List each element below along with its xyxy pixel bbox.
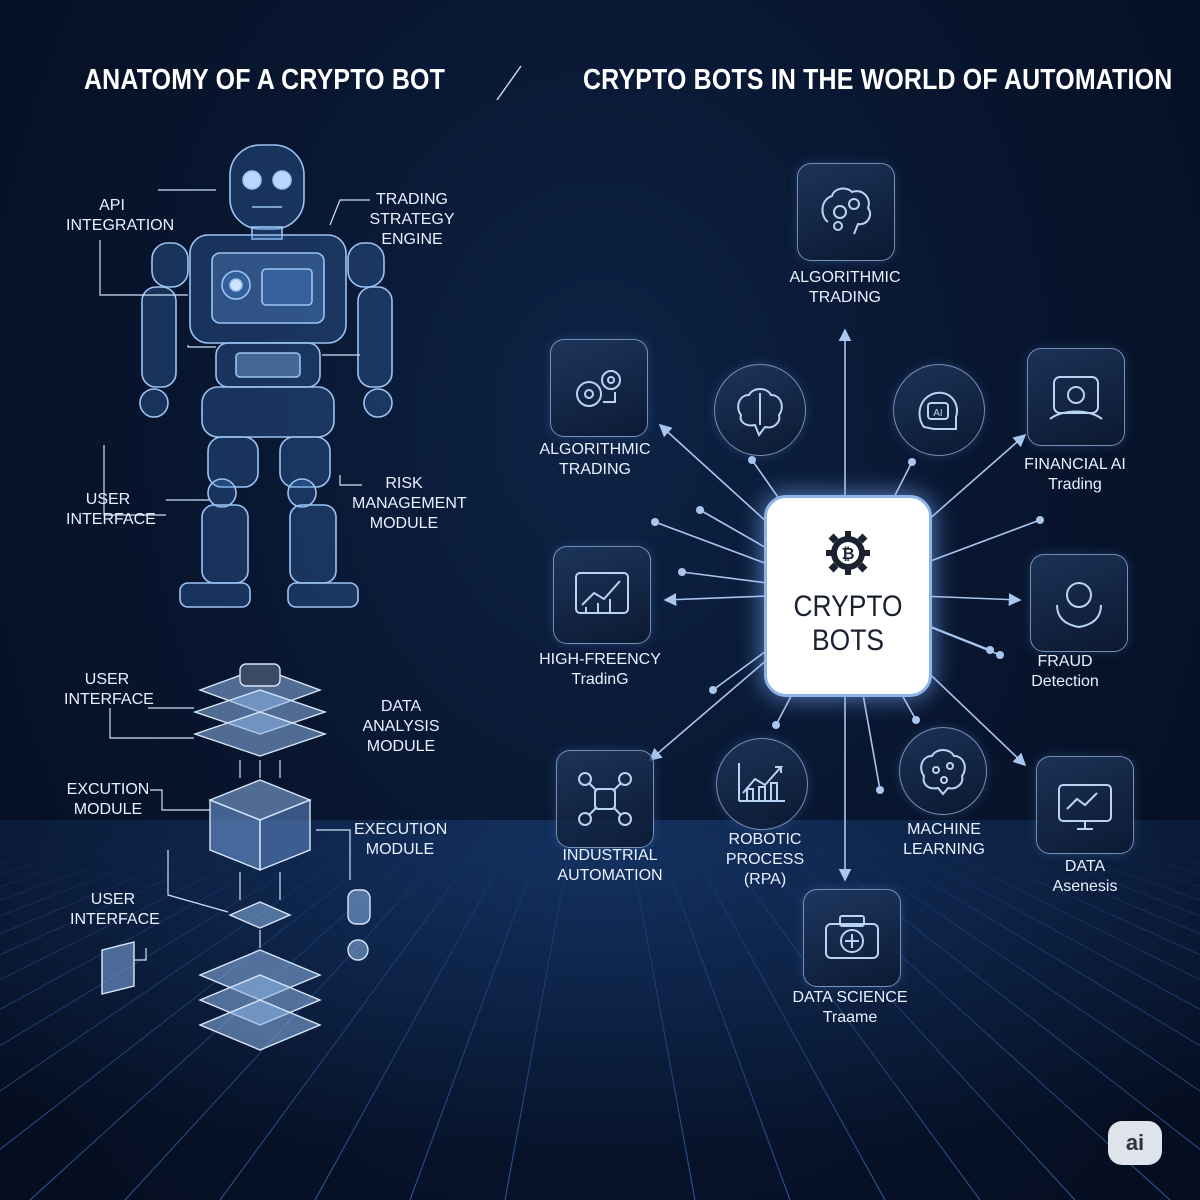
hands-shield-icon (1056, 582, 1102, 629)
grid-line (0, 834, 321, 1010)
hub-spoke-dot (996, 651, 1004, 659)
hub-spoke-dot (748, 456, 756, 464)
grid-line (0, 834, 265, 956)
label-algorithmic-trading-left: ALGORITHMIC TRADING (539, 441, 651, 478)
grid-line (879, 834, 1200, 1010)
hub-spoke-dot (772, 721, 780, 729)
grid-line (655, 834, 791, 1200)
node-industrial-automation[interactable] (556, 750, 654, 848)
grid-line (219, 834, 489, 1200)
node-data[interactable] (1036, 756, 1134, 854)
grid-line (1019, 834, 1200, 901)
grid-line (711, 834, 981, 1200)
grid-line (627, 834, 696, 1200)
network-nodes-icon (578, 772, 632, 826)
user-interface-label-top: USER INTERFACE (66, 491, 156, 528)
grid-line (907, 834, 1200, 981)
brain-icon (737, 388, 783, 438)
label-machine-learning: MACHINE LEARNING (903, 821, 985, 858)
grid-line (0, 834, 237, 935)
node-high-frequency-trading[interactable] (553, 546, 651, 644)
label-high-frequency-trading: HIGH-FREENCY TradinG (539, 651, 661, 688)
label-robotic-process: ROBOTIC PROCESS (RPA) (725, 831, 805, 888)
grid-line (504, 834, 573, 1200)
brain-gears-icon (821, 187, 872, 235)
growth-chart-icon (738, 763, 785, 802)
node-brain[interactable] (714, 364, 806, 456)
node-robotic-process[interactable] (716, 738, 808, 830)
grid-line (851, 834, 1200, 1047)
grid-line (683, 834, 886, 1200)
grid-line (409, 834, 545, 1200)
node-algorithmic-trading-left[interactable] (550, 339, 648, 437)
grid-line (935, 834, 1200, 956)
grid-line (0, 834, 209, 917)
hub-spoke-dot (876, 786, 884, 794)
finance-ai-icon (1049, 376, 1103, 420)
svg-text:₿: ₿ (841, 545, 854, 563)
label-fraud-detection: FRAUD Detection (1031, 653, 1099, 690)
gears-icon (576, 370, 621, 407)
node-machine-learning[interactable] (899, 727, 987, 815)
node-fraud-detection[interactable] (1030, 554, 1128, 652)
data-analysis-module-label: DATA ANALYSIS MODULE (362, 698, 440, 755)
svg-text:AI: AI (933, 408, 942, 419)
anatomy-heading: ANATOMY OF A CRYPTO BOT (84, 64, 445, 96)
hub-spoke-dot (986, 646, 994, 654)
grid-line (963, 834, 1200, 935)
grid-line (991, 834, 1200, 917)
hub-spoke-dot (912, 716, 920, 724)
execution-module-label-left: EXCUTION MODULE (66, 781, 150, 818)
camera-gear-icon (825, 915, 879, 959)
hub-spoke-dot (678, 568, 686, 576)
label-industrial-automation: INDUSTRIAL AUTOMATION (557, 847, 663, 884)
hub-spoke-dot (709, 686, 717, 694)
trading-strategy-engine-label: TRADING STRATEGY ENGINE (369, 191, 455, 248)
brain-circuit-icon (920, 749, 966, 796)
risk-management-label: RISK MANAGEMENT MODULE (352, 475, 467, 532)
grid-line (0, 834, 181, 901)
grid-line (0, 834, 377, 1092)
grid-line (0, 834, 405, 1151)
hub-title: CRYPTO BOTS (793, 590, 903, 657)
hub-spoke-dot (651, 518, 659, 526)
user-interface-label-bottom: USER INTERFACE (70, 891, 160, 928)
execution-module-label-right: EXECUTION MODULE (354, 821, 448, 858)
module-stack-illustration (101, 663, 371, 1051)
node-algorithmic-trading-top[interactable] (797, 163, 895, 261)
hub-spoke-dot (1036, 516, 1044, 524)
node-data-science[interactable] (803, 889, 901, 987)
automation-heading: CRYPTO BOTS IN THE WORLD OF AUTOMATION (583, 64, 1173, 96)
api-integration-label: API INTEGRATION (66, 197, 175, 234)
node-financial-ai[interactable] (1027, 348, 1125, 446)
grid-line (823, 834, 1200, 1092)
monitor-data-icon (1058, 784, 1112, 830)
grid-line (314, 834, 517, 1200)
robot-blueprint-illustration (99, 144, 393, 608)
ai-badge: ai (1108, 1121, 1162, 1165)
grid-line (739, 834, 1076, 1200)
hub-spoke-dot (908, 458, 916, 466)
label-financial-ai: FINANCIAL AI Trading (1024, 456, 1126, 493)
label-data-science: DATA SCIENCE Traame (792, 989, 908, 1026)
bitcoin-gear-icon: ₿ (826, 531, 870, 575)
label-data: DATA Asenesis (1052, 858, 1118, 895)
ai-head-icon: AI (918, 391, 958, 430)
crypto-bots-hub: ₿ CRYPTO BOTS (764, 495, 932, 697)
grid-line (0, 834, 349, 1047)
label-algorithmic-trading-top: ALGORITHMIC TRADING (789, 269, 901, 306)
chart-monitor-icon (575, 572, 629, 614)
user-interface-label-stack: USER INTERFACE (64, 671, 154, 708)
hub-spoke-dot (696, 506, 704, 514)
node-ai-head[interactable]: AI (893, 364, 985, 456)
